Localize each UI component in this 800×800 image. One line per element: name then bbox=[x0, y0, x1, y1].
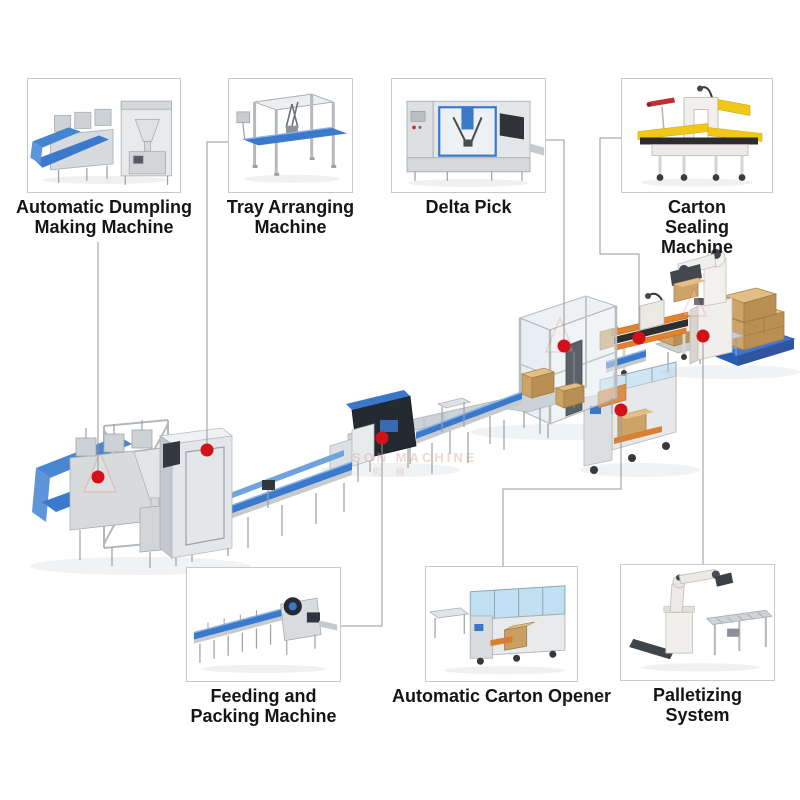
label-delta-pick: Delta Pick bbox=[425, 197, 512, 217]
label-palletizing-system: Palletizing System bbox=[652, 685, 742, 725]
label-carton-opener: Automatic Carton Opener bbox=[391, 686, 612, 706]
callout-dot-sealing bbox=[632, 331, 646, 345]
packing-machine bbox=[329, 390, 417, 482]
feeding-machine-thumbnail bbox=[193, 597, 338, 673]
palletizing-thumbnail bbox=[629, 568, 773, 672]
machine-card-palletizing bbox=[620, 564, 775, 681]
callout-dot-delta bbox=[557, 339, 571, 353]
connector-delta bbox=[546, 139, 565, 346]
machine-card-feeding bbox=[186, 567, 341, 682]
connector-sealing bbox=[599, 137, 640, 338]
callout-dot-feeding bbox=[375, 431, 389, 445]
svg-text:机 械: 机 械 bbox=[372, 466, 411, 477]
machine-card-delta bbox=[391, 78, 546, 193]
label-feeding-machine: Feeding and Packing Machine bbox=[190, 686, 337, 726]
opener-machine-thumbnail bbox=[428, 585, 566, 675]
delta-pick-thumbnail bbox=[406, 100, 545, 187]
callout-dot-opener bbox=[614, 403, 628, 417]
machine-card-opener bbox=[425, 566, 578, 682]
label-sealing-machine: Carton Sealing Machine bbox=[660, 197, 734, 257]
control-cabinet bbox=[158, 427, 233, 566]
svg-text:SON MACHINE: SON MACHINE bbox=[352, 450, 477, 465]
machine-card-dumpling bbox=[27, 78, 181, 193]
belt-conveyor-mid bbox=[415, 391, 523, 474]
watermark: SON MACHINE 机 械 bbox=[82, 286, 708, 493]
palletizing-robot bbox=[670, 248, 733, 365]
belt-conveyor-left bbox=[222, 450, 353, 548]
connector-feeding bbox=[341, 438, 383, 627]
connector-opener bbox=[502, 410, 622, 566]
dumpling-machine-thumbnail bbox=[30, 100, 173, 185]
label-dumpling-machine: Automatic Dumpling Making Machine bbox=[16, 197, 192, 237]
machine-card-sealing bbox=[621, 78, 773, 193]
tray-machine-thumbnail bbox=[236, 93, 348, 183]
callout-dot-palletizing bbox=[696, 329, 710, 343]
connector-tray bbox=[206, 141, 228, 450]
callout-dot-tray bbox=[200, 443, 214, 457]
label-tray-machine: Tray Arranging Machine bbox=[226, 197, 355, 237]
carton-opener-machine bbox=[583, 361, 677, 474]
machine-card-tray bbox=[228, 78, 353, 193]
sealing-machine-thumbnail bbox=[637, 85, 763, 187]
callout-dot-dumpling bbox=[91, 470, 105, 484]
